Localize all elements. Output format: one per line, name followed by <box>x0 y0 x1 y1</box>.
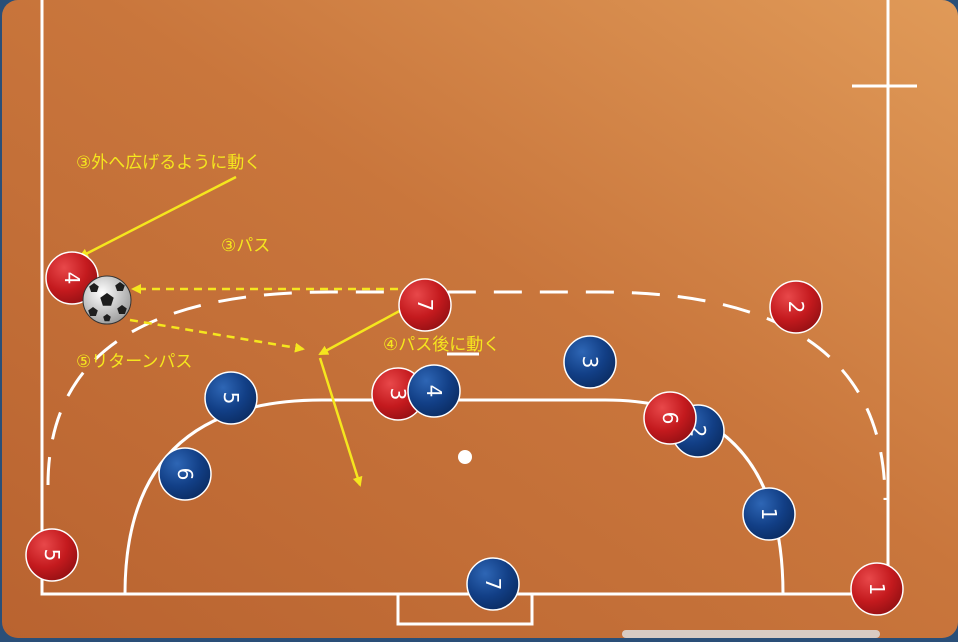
blue-player-disc <box>563 335 617 389</box>
second-penalty-spot <box>458 450 472 464</box>
arrow-run <box>318 357 363 487</box>
annotation-pass: ③パス <box>221 236 271 256</box>
annotation-move-wide: ③外へ広げるように動く <box>76 153 262 173</box>
red-player-7: 7 <box>398 278 452 332</box>
arrow-move-wide <box>78 175 237 259</box>
annotation-return-pass: ⑤リターンパス <box>76 352 193 372</box>
blue-player-disc <box>742 487 796 541</box>
blue-player-disc <box>466 557 520 611</box>
second-penalty-arc <box>46 290 887 501</box>
movement-arrows <box>78 175 406 487</box>
arrow-return-pass <box>129 318 305 353</box>
arrow-after-pass <box>318 306 406 356</box>
red-player-2: 2 <box>769 280 823 334</box>
annotation-after-pass: ④パス後に動く <box>383 335 501 355</box>
red-player-disc <box>25 528 79 582</box>
red-player-number: 6 <box>658 412 682 425</box>
red-player-5: 5 <box>25 528 79 582</box>
blue-player-3: 3 <box>563 335 617 389</box>
bottom-scrollbar <box>622 630 880 638</box>
red-player-number: 3 <box>386 388 410 401</box>
red-player-number: 7 <box>413 299 437 312</box>
red-player-6: 6 <box>643 391 697 445</box>
blue-player-number: 1 <box>757 508 781 521</box>
red-player-number: 5 <box>40 549 64 562</box>
blue-player-number: 7 <box>481 578 505 591</box>
blue-player-number: 4 <box>422 385 446 398</box>
blue-player-4: 4 <box>407 364 461 418</box>
blue-player-disc <box>407 364 461 418</box>
blue-player-1: 1 <box>742 487 796 541</box>
blue-player-5: 5 <box>204 371 258 425</box>
goal <box>396 592 534 626</box>
soccer-ball-icon <box>82 275 132 325</box>
red-player-1: 1 <box>850 562 904 616</box>
red-player-disc <box>398 278 452 332</box>
blue-player-7: 7 <box>466 557 520 611</box>
blue-player-number: 3 <box>578 356 602 369</box>
blue-player-disc <box>158 447 212 501</box>
red-player-disc <box>643 391 697 445</box>
blue-player-disc <box>204 371 258 425</box>
red-player-disc <box>850 562 904 616</box>
blue-player-number: 5 <box>219 392 243 405</box>
blue-player-6: 6 <box>158 447 212 501</box>
red-player-number: 1 <box>865 583 889 596</box>
blue-player-number: 6 <box>173 468 197 481</box>
red-player-number: 2 <box>784 301 808 314</box>
red-player-disc <box>769 280 823 334</box>
red-player-number: 4 <box>60 272 84 285</box>
ball-layer <box>82 275 132 325</box>
